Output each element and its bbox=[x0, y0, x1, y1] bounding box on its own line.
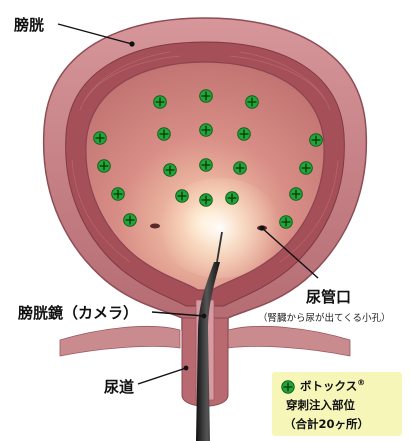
pelvic-floor-right bbox=[228, 326, 350, 356]
legend-title-text: ボトックス bbox=[300, 379, 357, 393]
injection-site-marker bbox=[200, 194, 213, 207]
legend-title: ボトックス® bbox=[300, 378, 365, 394]
injection-site-marker bbox=[98, 160, 111, 173]
leader-dot-scope bbox=[202, 314, 207, 319]
injection-site-marker bbox=[300, 162, 313, 175]
legend-line3: （合計20ヶ所） bbox=[284, 416, 369, 432]
injection-site-marker bbox=[94, 132, 107, 145]
label-bladder: 膀胱 bbox=[14, 14, 44, 35]
label-urethral-orifice: 尿管口 bbox=[306, 286, 351, 307]
leader-dot-bladder bbox=[129, 41, 134, 46]
injection-site-marker bbox=[154, 96, 167, 109]
injection-site-marker bbox=[238, 128, 251, 141]
injection-site-marker bbox=[112, 188, 125, 201]
injection-site-marker bbox=[234, 162, 247, 175]
injection-site-marker bbox=[200, 90, 213, 103]
injection-site-marker bbox=[310, 134, 323, 147]
injection-site-marker bbox=[176, 190, 189, 203]
injection-site-marker bbox=[158, 128, 171, 141]
legend-line2: 穿刺注入部位 bbox=[286, 397, 355, 413]
injection-site-marker bbox=[246, 96, 259, 109]
legend-box: ボトックス® 穿刺注入部位 （合計20ヶ所） bbox=[272, 372, 402, 436]
label-urethra: 尿道 bbox=[104, 376, 134, 397]
injection-marker-icon bbox=[281, 380, 295, 394]
injection-site-marker bbox=[280, 216, 293, 229]
injection-site-marker bbox=[200, 159, 213, 172]
left-ureteral-orifice bbox=[150, 224, 160, 229]
injection-site-marker bbox=[200, 124, 213, 137]
label-cystoscope: 膀胱鏡（カメラ） bbox=[18, 302, 138, 323]
injection-site-marker bbox=[164, 164, 177, 177]
legend-registered-mark: ® bbox=[357, 378, 365, 387]
label-urethral-orifice-note: （腎臓から尿が出てくる小孔） bbox=[258, 310, 391, 324]
injection-site-marker bbox=[290, 188, 303, 201]
leader-urethra bbox=[138, 368, 186, 384]
injection-site-marker bbox=[226, 192, 239, 205]
pelvic-floor-left bbox=[60, 326, 180, 356]
injection-site-marker bbox=[124, 214, 137, 227]
leader-dot-urethra bbox=[184, 366, 189, 371]
leader-dot-orifice bbox=[259, 225, 264, 230]
